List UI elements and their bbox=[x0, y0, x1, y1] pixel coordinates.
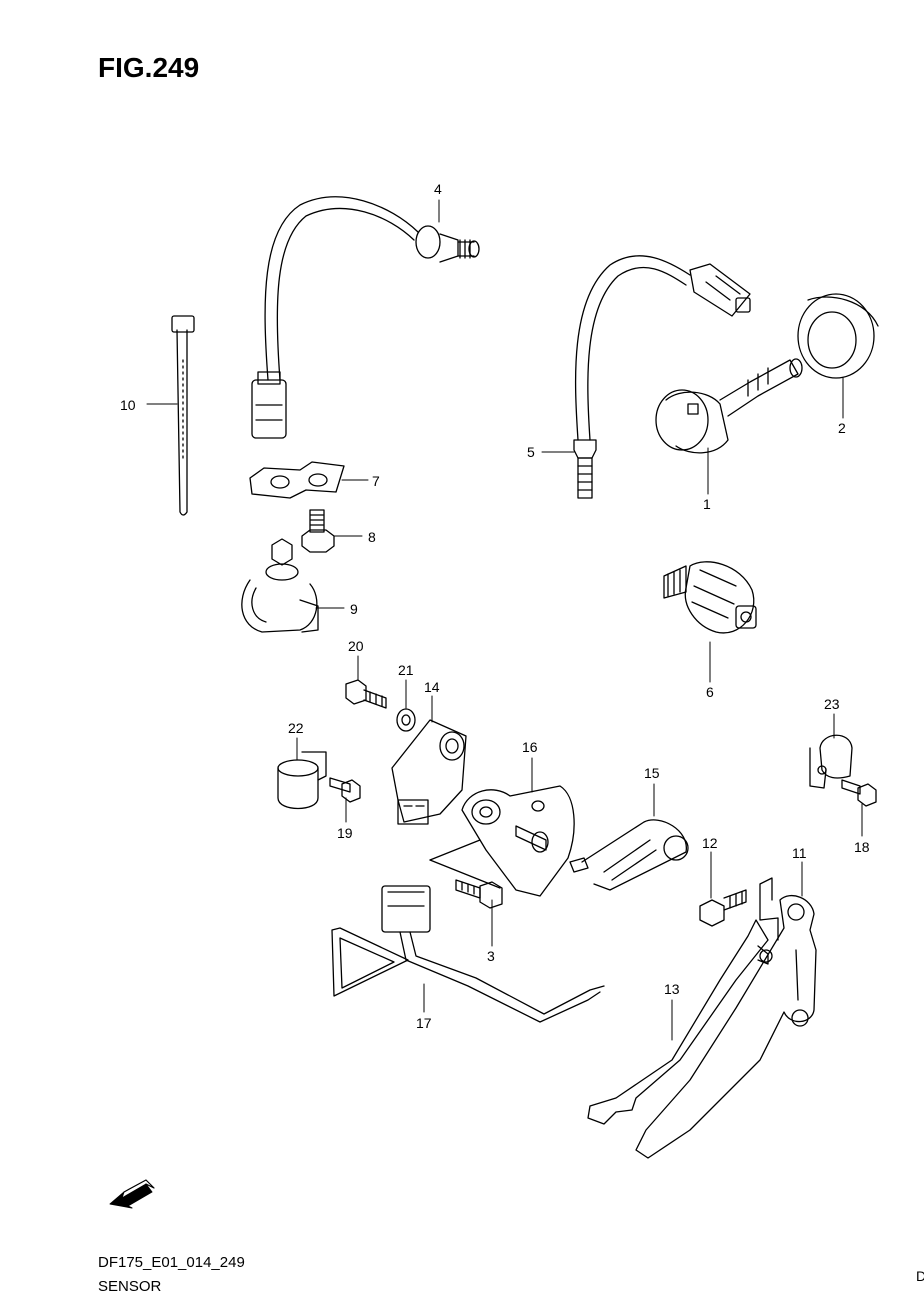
callout-8: 8 bbox=[368, 529, 376, 545]
callout-labels: 1 2 3 4 5 6 7 8 9 10 11 12 13 14 15 16 1… bbox=[120, 181, 870, 1031]
callout-17: 17 bbox=[416, 1015, 432, 1031]
part-6-knock-sensor bbox=[663, 561, 757, 634]
part-16-bracket bbox=[429, 785, 575, 897]
figure-code: DF175_E01_014_249 bbox=[98, 1254, 245, 1271]
part-23-clamp bbox=[809, 734, 853, 789]
callout-6: 6 bbox=[706, 684, 714, 700]
callout-13: 13 bbox=[664, 981, 680, 997]
callout-5: 5 bbox=[527, 444, 535, 460]
callout-18: 18 bbox=[854, 839, 870, 855]
part-13-lever bbox=[587, 919, 773, 1125]
callout-19: 19 bbox=[337, 825, 353, 841]
part-18-bolt bbox=[841, 779, 877, 807]
part-1-sensor bbox=[655, 358, 803, 454]
part-12-bolt bbox=[699, 877, 779, 941]
part-14-throttle-sensor bbox=[391, 719, 467, 825]
part-8-bolt bbox=[301, 509, 335, 553]
part-10-cable-tie bbox=[171, 315, 195, 516]
part-21-washer bbox=[396, 708, 416, 732]
part-15-link-rod bbox=[569, 819, 689, 891]
callout-4: 4 bbox=[434, 181, 442, 197]
part-4-sensor-with-cable bbox=[251, 196, 480, 439]
callout-15: 15 bbox=[644, 765, 660, 781]
callout-2: 2 bbox=[838, 420, 846, 436]
figure-title: FIG.249 bbox=[98, 52, 200, 83]
callout-23: 23 bbox=[824, 696, 840, 712]
fwd-arrow-icon: FWD bbox=[109, 1179, 155, 1209]
edge-mark: D bbox=[916, 1268, 924, 1284]
callout-1: 1 bbox=[703, 496, 711, 512]
callout-7: 7 bbox=[372, 473, 380, 489]
part-19-bolt bbox=[329, 777, 361, 803]
callout-14: 14 bbox=[424, 679, 440, 695]
part-7-plate bbox=[249, 461, 345, 499]
callout-11: 11 bbox=[792, 845, 807, 861]
part-5-sensor-with-cable bbox=[573, 255, 751, 499]
part-11-lever bbox=[635, 895, 817, 1159]
part-3-bolt bbox=[455, 879, 503, 909]
part-22-clamp bbox=[277, 751, 327, 810]
leader-lines bbox=[146, 199, 863, 1041]
part-17-harness bbox=[331, 885, 605, 1023]
part-2-grommet bbox=[797, 293, 879, 379]
callout-10: 10 bbox=[120, 397, 136, 413]
callout-22: 22 bbox=[288, 720, 304, 736]
callout-20: 20 bbox=[348, 638, 364, 654]
part-9-clamp bbox=[241, 538, 319, 633]
callout-3: 3 bbox=[487, 948, 495, 964]
figure-name: SENSOR bbox=[98, 1278, 162, 1295]
part-20-bolt bbox=[345, 679, 387, 709]
callout-21: 21 bbox=[398, 662, 414, 678]
callout-9: 9 bbox=[350, 601, 358, 617]
callout-12: 12 bbox=[702, 835, 718, 851]
callout-16: 16 bbox=[522, 739, 538, 755]
